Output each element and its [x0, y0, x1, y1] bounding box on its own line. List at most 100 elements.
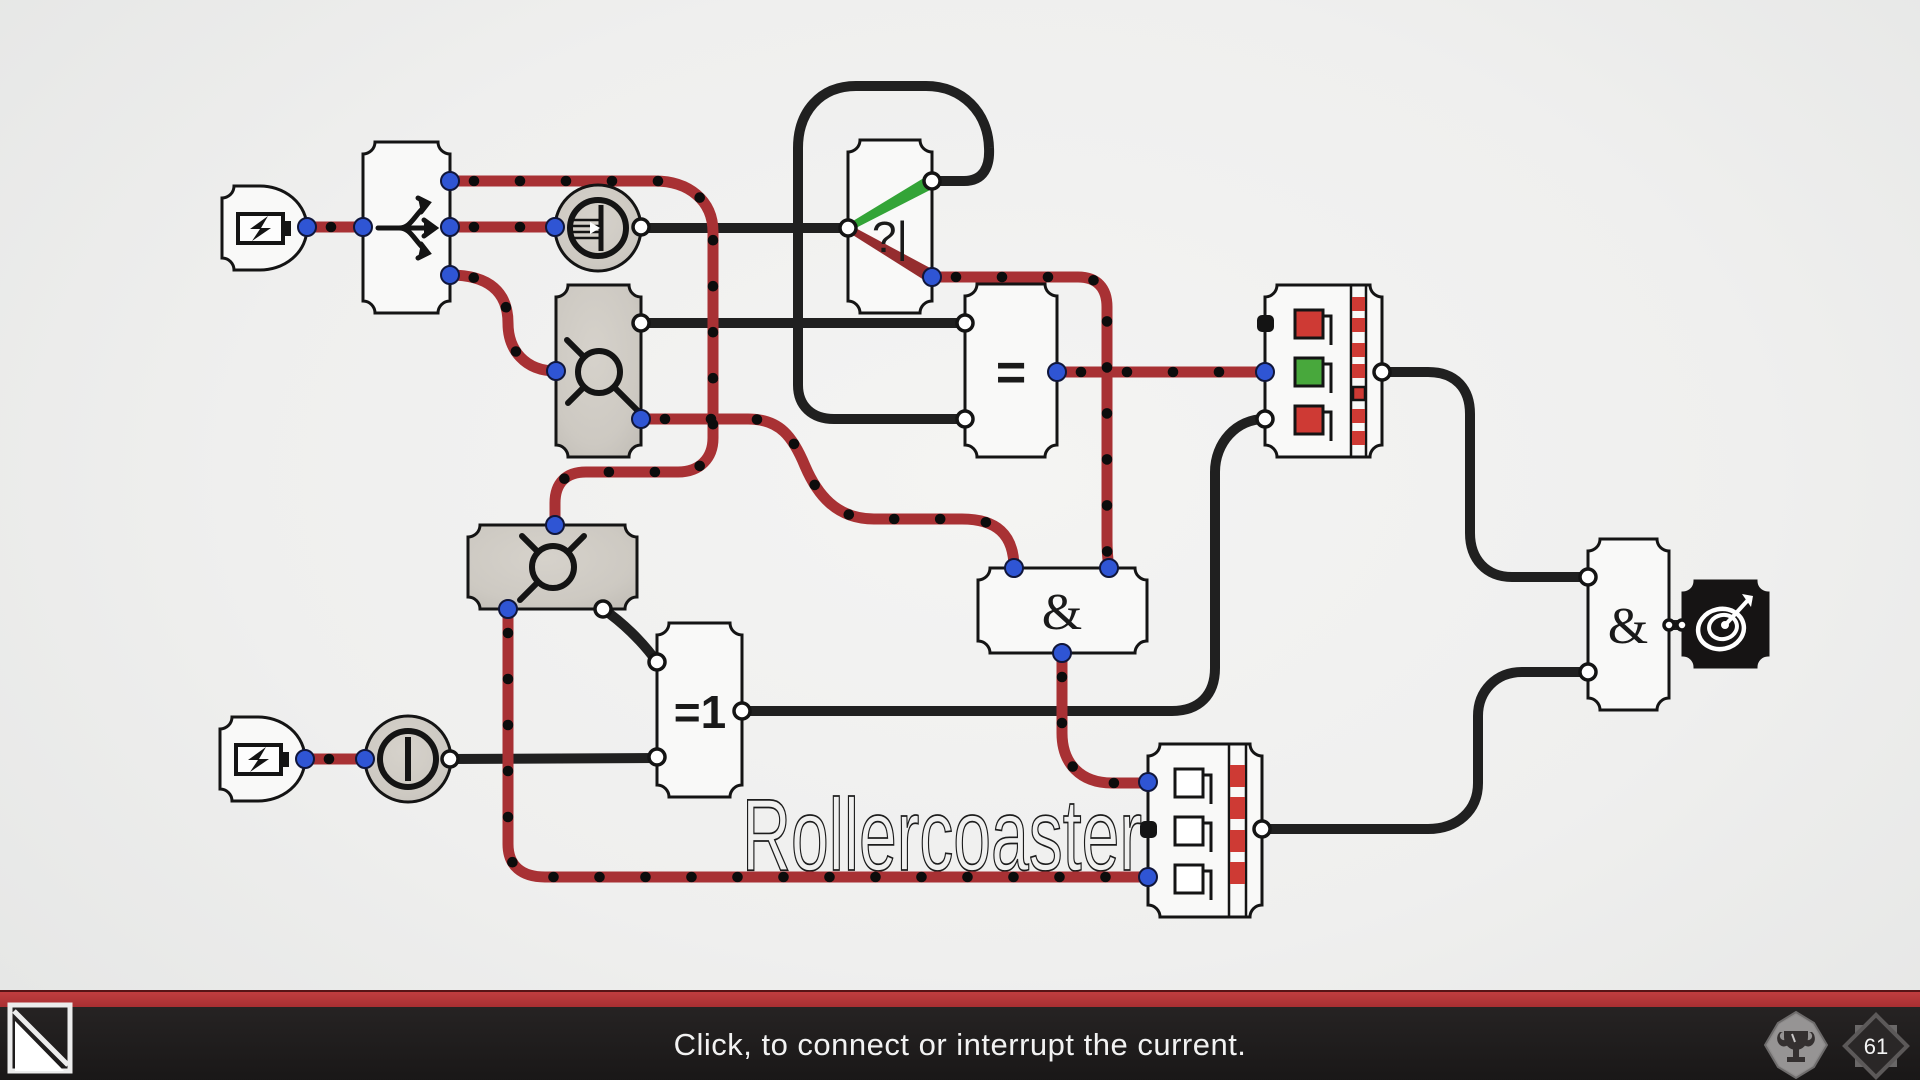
indicator-top-strip — [1349, 286, 1368, 456]
beam-on — [848, 173, 932, 232]
battery-source-top[interactable] — [220, 184, 309, 272]
wire-crossing2-to-indicator-bottom[interactable] — [502, 603, 1154, 883]
node-random-in[interactable] — [838, 218, 858, 238]
node-and-right-out[interactable] — [1662, 618, 1676, 632]
node-xor-out[interactable] — [732, 701, 752, 721]
gauge-component[interactable] — [553, 183, 643, 273]
node-crossing-out-red[interactable] — [631, 409, 651, 429]
indicator-bottom[interactable] — [1146, 742, 1264, 919]
wire-current-dot — [809, 479, 820, 491]
connection-nodes — [295, 171, 1689, 887]
node-indicator2-out[interactable] — [1252, 819, 1272, 839]
wire-current-dot — [732, 871, 743, 883]
node-crossing2-out-red[interactable] — [498, 599, 518, 619]
node-crossing2-in[interactable] — [545, 515, 565, 535]
wire-crossing-to-and[interactable] — [635, 413, 1020, 574]
splitter-component[interactable] — [361, 140, 452, 315]
node-indicator2-in3[interactable] — [1138, 867, 1158, 887]
random-gate[interactable]: ?| — [846, 138, 934, 315]
hud-badges: 61 — [1763, 1007, 1910, 1080]
wire-current-dot — [707, 234, 719, 246]
wire-current-dot — [778, 871, 789, 883]
node-crossing-out-black[interactable] — [631, 313, 651, 333]
wire-current-dot — [1056, 717, 1068, 729]
and-gate-right[interactable]: & — [1586, 537, 1671, 712]
wire-current-dot — [559, 473, 570, 485]
wire-current-dot — [888, 513, 900, 525]
light-6 — [1173, 863, 1205, 895]
wire-current-dot — [649, 466, 661, 478]
stub-indicator2-in2[interactable] — [1140, 821, 1157, 838]
node-splitter-out2[interactable] — [440, 217, 460, 237]
wire-crossing2-to-xor[interactable] — [598, 604, 662, 667]
wire-xor-to-indicator[interactable] — [737, 414, 1270, 716]
wire-current-dot — [751, 414, 763, 425]
wire-current-dot — [652, 175, 664, 187]
node-blocker-in[interactable] — [355, 749, 375, 769]
split-arrows-icon — [375, 195, 440, 261]
node-blocker-out[interactable] — [440, 749, 460, 769]
node-indicator-in3[interactable] — [1255, 409, 1275, 429]
and-gate-center-label: & — [1042, 584, 1082, 641]
node-indicator2-in1[interactable] — [1138, 772, 1158, 792]
node-and-in2[interactable] — [1099, 558, 1119, 578]
node-indicator-in[interactable] — [1255, 362, 1275, 382]
wire-splitter-bottom-to-crossing[interactable] — [444, 269, 562, 377]
battery-source-bottom[interactable] — [218, 715, 307, 803]
wire-random-loop-to-equals[interactable] — [793, 81, 995, 424]
equals-gate[interactable]: = — [963, 282, 1059, 459]
hud-red-stripe — [0, 990, 1920, 1007]
node-random-out-red[interactable] — [922, 267, 942, 287]
node-xor-in1[interactable] — [647, 652, 667, 672]
xor-gate[interactable]: =1 — [655, 621, 744, 799]
wire-current-dot — [1067, 761, 1078, 772]
node-target-in[interactable] — [1675, 618, 1689, 632]
level-badge[interactable]: 61 — [1842, 1011, 1910, 1080]
node-battery2-out[interactable] — [295, 749, 315, 769]
node-splitter-in[interactable] — [353, 217, 373, 237]
wire-current-dot — [824, 871, 835, 883]
node-battery-out[interactable] — [297, 217, 317, 237]
node-equals-out[interactable] — [1047, 362, 1067, 382]
wire-indicator-bottom-to-and-right[interactable] — [1257, 667, 1593, 834]
wire-indicator-to-and-right-top[interactable] — [1377, 367, 1593, 582]
stub-indicator-in1[interactable] — [1257, 315, 1274, 332]
trophy-button[interactable] — [1763, 1010, 1829, 1079]
indicator-bottom-lights — [1173, 767, 1213, 900]
node-xor-in2[interactable] — [647, 747, 667, 767]
node-and-right-in1[interactable] — [1578, 567, 1598, 587]
back-icon — [7, 1002, 73, 1074]
node-equals-in2[interactable] — [955, 409, 975, 429]
node-crossing2-out-black[interactable] — [593, 599, 613, 619]
node-indicator-out[interactable] — [1372, 362, 1392, 382]
node-gauge-out[interactable] — [631, 217, 651, 237]
node-equals-in1[interactable] — [955, 313, 975, 333]
node-splitter-out1[interactable] — [440, 171, 460, 191]
wire-current-dot — [548, 871, 559, 883]
node-and-out[interactable] — [1052, 643, 1072, 663]
wire-current-dot — [1213, 366, 1225, 378]
indicator-bottom-strip — [1227, 745, 1248, 916]
wire-blocker-to-xor[interactable] — [445, 753, 662, 764]
crossing-component-1[interactable] — [554, 283, 647, 459]
node-random-out-top[interactable] — [922, 171, 942, 191]
wire-current-dot — [950, 271, 962, 283]
inactive-wires — [445, 81, 1695, 834]
and-gate-center-body — [976, 566, 1149, 655]
wire-current-dot — [843, 509, 855, 520]
blocker-component[interactable] — [363, 714, 453, 804]
wire-current-dot — [1101, 454, 1113, 465]
crossing-component-2[interactable] — [466, 523, 639, 611]
crossing2-icon — [517, 533, 587, 603]
node-splitter-out3[interactable] — [440, 265, 460, 285]
indicator-top[interactable] — [1263, 283, 1384, 459]
node-and-right-in2[interactable] — [1578, 662, 1598, 682]
node-crossing-in[interactable] — [546, 361, 566, 381]
back-button[interactable] — [6, 1001, 76, 1075]
wire-current-dot — [707, 372, 719, 384]
wire-current-dot — [870, 871, 881, 883]
node-gauge-in[interactable] — [545, 217, 565, 237]
node-and-in1[interactable] — [1004, 558, 1024, 578]
and-gate-center[interactable]: & — [976, 566, 1149, 655]
wire-current-dot — [468, 221, 480, 233]
